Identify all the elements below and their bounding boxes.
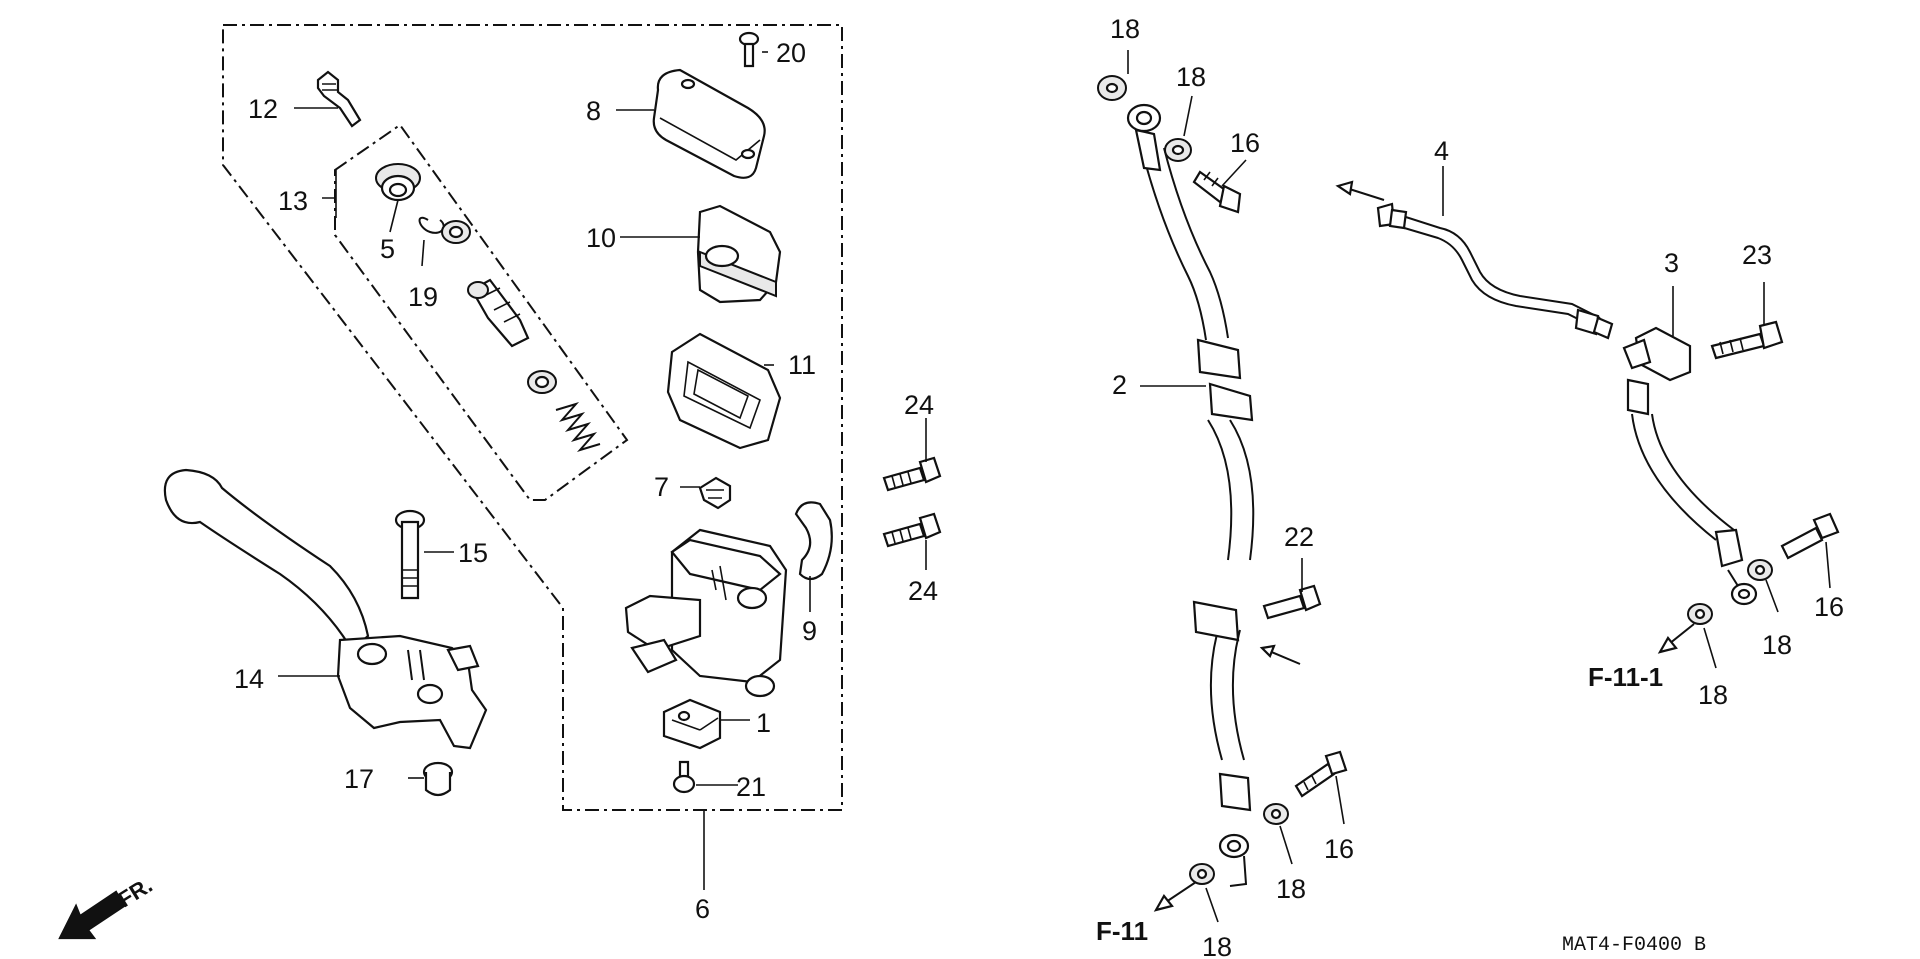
callout-2: 2 xyxy=(1112,370,1127,400)
part-18-washer-b xyxy=(1164,138,1192,162)
callout-1: 1 xyxy=(756,708,771,738)
callout-4: 4 xyxy=(1434,136,1449,166)
callout-18d: 18 xyxy=(1202,932,1232,959)
callout-18c: 18 xyxy=(1276,874,1306,904)
callout-18e: 18 xyxy=(1762,630,1792,660)
callout-13: 13 xyxy=(278,186,308,216)
part-9-clamp xyxy=(794,501,833,581)
part-21-screw xyxy=(672,760,696,794)
callout-8: 8 xyxy=(586,96,601,126)
callout-11: 11 xyxy=(788,350,816,380)
part-12-pin xyxy=(316,70,362,128)
part-24-bolt-lower xyxy=(882,512,942,548)
part-5-boot xyxy=(375,163,421,202)
part-18-washer-a xyxy=(1097,75,1127,101)
callout-5: 5 xyxy=(380,234,395,264)
part-20-screw xyxy=(738,31,760,68)
part-11-diaphragm xyxy=(666,332,782,450)
front-direction-arrow xyxy=(58,890,126,940)
callout-20: 20 xyxy=(776,38,806,68)
callout-24a: 24 xyxy=(904,390,934,420)
callout-18b: 18 xyxy=(1176,62,1206,92)
part-16-bolt-lower xyxy=(1294,750,1348,798)
part-1-brake-switch xyxy=(662,698,722,750)
callout-3: 3 xyxy=(1664,248,1679,278)
reference-f11: F-11 xyxy=(1096,916,1148,946)
part-2-brake-hose xyxy=(1126,103,1255,887)
part-3-brake-hose xyxy=(1622,326,1758,606)
part-16-bolt-right xyxy=(1780,512,1840,560)
part-18-washer-f xyxy=(1687,603,1713,625)
callout-15: 15 xyxy=(458,538,488,568)
part-4-brake-pipe xyxy=(1376,202,1614,340)
master-cylinder-assembly-boundary xyxy=(222,24,843,811)
diagram-code: MAT4-F0400 B xyxy=(1562,934,1706,957)
f11-1-arrowhead xyxy=(1657,636,1678,654)
part-15-pivot-bolt xyxy=(394,509,426,600)
callout-10: 10 xyxy=(586,223,616,253)
callout-7: 7 xyxy=(654,472,669,502)
part-16-bolt-upper xyxy=(1192,170,1242,214)
part-22-bolt xyxy=(1262,584,1322,620)
piston-seal-upper xyxy=(441,220,471,244)
hose-clamp-arrowhead xyxy=(1259,644,1276,658)
callout-19: 19 xyxy=(408,282,438,312)
part-17-nut xyxy=(422,761,454,797)
part-19-circlip xyxy=(418,216,445,234)
part-14-brake-lever xyxy=(163,468,488,750)
part-24-bolt-upper xyxy=(882,456,942,492)
callout-18a: 18 xyxy=(1110,14,1140,44)
leader-lines xyxy=(278,50,1831,923)
reference-f11-1: F-11-1 xyxy=(1588,662,1663,692)
piston xyxy=(467,278,530,348)
part-6-master-cylinder-body xyxy=(624,528,788,698)
callout-numbers: 1 2 3 4 5 6 7 8 9 10 11 12 13 14 15 16 1… xyxy=(234,14,1844,959)
piston-seal-lower xyxy=(527,370,557,394)
callout-16c: 16 xyxy=(1814,592,1844,622)
part-10-plate xyxy=(696,204,782,304)
part-8-reservoir-cap xyxy=(652,68,766,179)
pipe-direction-arrowhead xyxy=(1335,180,1354,196)
callout-9: 9 xyxy=(802,616,817,646)
f11-arrowhead xyxy=(1153,894,1174,912)
return-spring xyxy=(555,402,601,452)
callout-23: 23 xyxy=(1742,240,1772,270)
callout-6: 6 xyxy=(695,894,710,924)
callout-12: 12 xyxy=(248,94,278,124)
callout-21: 21 xyxy=(736,772,766,802)
part-7-clip xyxy=(698,476,732,510)
part-23-bolt xyxy=(1710,320,1784,360)
callout-24b: 24 xyxy=(908,576,938,606)
part-18-washer-e xyxy=(1747,559,1773,581)
callout-22: 22 xyxy=(1284,522,1314,552)
callout-17: 17 xyxy=(344,764,374,794)
part-18-washer-d xyxy=(1189,863,1215,885)
part-18-washer-c xyxy=(1263,803,1289,825)
callout-14: 14 xyxy=(234,664,264,694)
callout-16b: 16 xyxy=(1324,834,1354,864)
callout-18f: 18 xyxy=(1698,680,1728,710)
piston-set-boundary xyxy=(334,123,629,501)
callout-16a: 16 xyxy=(1230,128,1260,158)
